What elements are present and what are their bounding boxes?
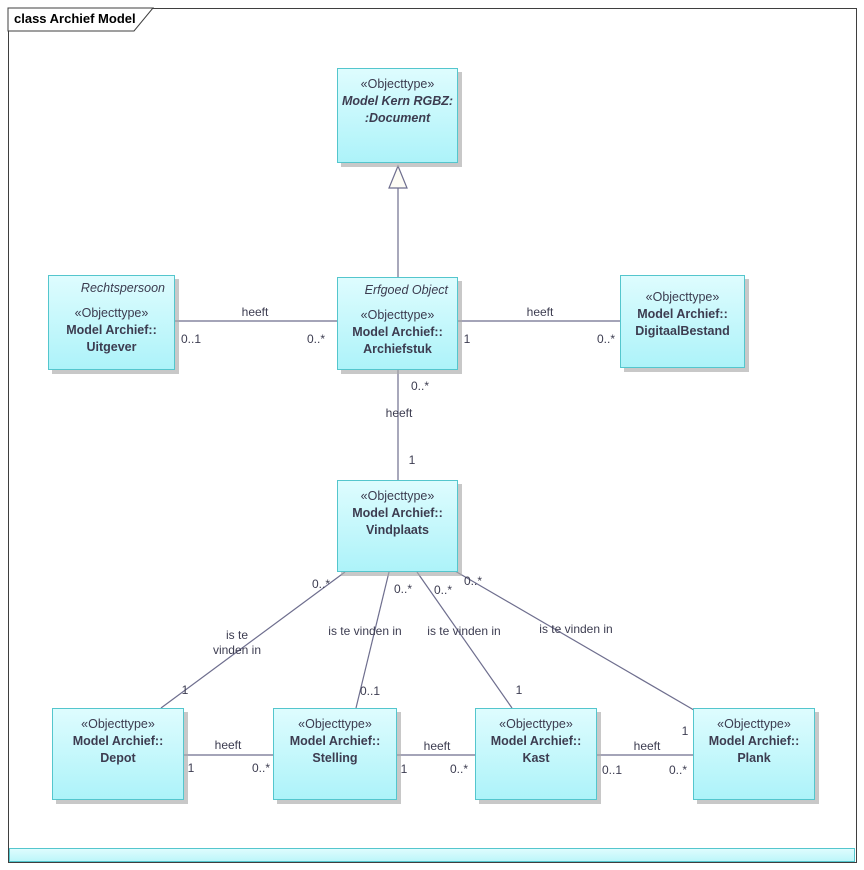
- class-name-line2: Uitgever: [86, 340, 137, 354]
- class-name-line1: Model Archief::: [708, 734, 800, 748]
- class-name-line2: Stelling: [312, 751, 358, 765]
- class-name-line1: Model Kern RGBZ:: [341, 94, 454, 108]
- edge-name-label: is te vinden in: [328, 624, 402, 638]
- multiplicity-label: 0..*: [463, 574, 483, 588]
- class-name-line1: Model Archief::: [289, 734, 381, 748]
- multiplicity-label: 1: [463, 332, 471, 346]
- edge-name-label: heeft: [241, 305, 269, 319]
- multiplicity-label: 0..*: [251, 761, 271, 775]
- stereotype-label: «Objecttype»: [74, 306, 149, 320]
- class-name-line1: Model Archief::: [66, 323, 157, 337]
- class-box-document[interactable]: «Objecttype» Model Kern RGBZ: :Document: [337, 68, 458, 163]
- edge-name-label: heeft: [214, 738, 242, 752]
- stereotype-label: «Objecttype»: [298, 717, 372, 731]
- diagram-frame: [8, 8, 857, 863]
- stereotype-label: «Objecttype»: [645, 290, 720, 304]
- class-box-plank[interactable]: «Objecttype» Model Archief:: Plank: [693, 708, 815, 800]
- edge-name-label: heeft: [633, 739, 661, 753]
- class-name-line1: Model Archief::: [637, 307, 728, 321]
- spacer: [338, 299, 457, 307]
- multiplicity-label: 0..*: [311, 577, 331, 591]
- class-name-line2: Kast: [522, 751, 550, 765]
- diagram-title-tab: [7, 7, 155, 32]
- parent-classifier-label: Rechtspersoon: [80, 281, 165, 295]
- multiplicity-label: 1: [187, 761, 195, 775]
- class-name-line1: Model Archief::: [490, 734, 582, 748]
- class-name-line2: DigitaalBestand: [635, 324, 730, 338]
- edge-vindplaats-kast[interactable]: [416, 571, 513, 709]
- multiplicity-label: 0..*: [393, 582, 413, 596]
- class-box-digitaalbestand[interactable]: «Objecttype» Model Archief:: DigitaalBes…: [620, 275, 745, 368]
- stereotype-label: «Objecttype»: [360, 489, 435, 503]
- class-box-stelling[interactable]: «Objecttype» Model Archief:: Stelling: [273, 708, 397, 800]
- multiplicity-label: 1: [181, 683, 189, 697]
- class-name-line2: :Document: [364, 111, 431, 125]
- class-box-uitgever[interactable]: Rechtspersoon «Objecttype» Model Archief…: [48, 275, 175, 370]
- diagram-title: class Archief Model: [14, 11, 136, 26]
- edge-name-label: is te vinden in: [427, 624, 501, 638]
- multiplicity-label: 1: [408, 453, 416, 467]
- edge-vindplaats-stelling[interactable]: [355, 571, 390, 709]
- multiplicity-label: 0..*: [596, 332, 616, 346]
- edge-name-label: heeft: [526, 305, 554, 319]
- stereotype-label: «Objecttype»: [81, 717, 155, 731]
- cropped-element-strip: [9, 848, 855, 862]
- edge-name-label: is te vinden in: [539, 622, 613, 636]
- class-name-line2: Depot: [100, 751, 136, 765]
- multiplicity-label: 0..1: [180, 332, 202, 346]
- edge-vindplaats-plank[interactable]: [454, 570, 700, 714]
- stereotype-label: «Objecttype»: [360, 77, 435, 91]
- class-box-archiefstuk[interactable]: Erfgoed Object «Objecttype» Model Archie…: [337, 277, 458, 370]
- edge-name-label: is te vinden in: [212, 628, 262, 657]
- class-box-kast[interactable]: «Objecttype» Model Archief:: Kast: [475, 708, 597, 800]
- stereotype-label: «Objecttype»: [360, 308, 435, 322]
- edge-vindplaats-depot[interactable]: [160, 571, 346, 709]
- multiplicity-label: 1: [681, 724, 689, 738]
- class-box-depot[interactable]: «Objecttype» Model Archief:: Depot: [52, 708, 184, 800]
- multiplicity-label: 1: [400, 762, 408, 776]
- class-name-line1: Model Archief::: [352, 325, 443, 339]
- class-name-line1: Model Archief::: [352, 506, 443, 520]
- class-name-line2: Vindplaats: [366, 523, 429, 537]
- multiplicity-label: 0..*: [433, 583, 453, 597]
- multiplicity-label: 0..*: [306, 332, 326, 346]
- multiplicity-label: 0..1: [601, 763, 623, 777]
- edge-name-label: heeft: [385, 406, 413, 420]
- parent-classifier-label: Erfgoed Object: [364, 283, 448, 297]
- multiplicity-label: 1: [515, 683, 523, 697]
- multiplicity-label: 0..*: [449, 762, 469, 776]
- class-name-line1: Model Archief::: [72, 734, 164, 748]
- stereotype-label: «Objecttype»: [499, 717, 573, 731]
- generalization-arrowhead: [388, 164, 408, 189]
- spacer: [49, 297, 174, 305]
- class-name-line2: Archiefstuk: [363, 342, 432, 356]
- multiplicity-label: 0..*: [410, 379, 430, 393]
- stereotype-label: «Objecttype»: [717, 717, 791, 731]
- class-name-line2: Plank: [737, 751, 771, 765]
- multiplicity-label: 0..1: [359, 684, 381, 698]
- class-box-vindplaats[interactable]: «Objecttype» Model Archief:: Vindplaats: [337, 480, 458, 572]
- multiplicity-label: 0..*: [668, 763, 688, 777]
- edge-name-label: heeft: [423, 739, 451, 753]
